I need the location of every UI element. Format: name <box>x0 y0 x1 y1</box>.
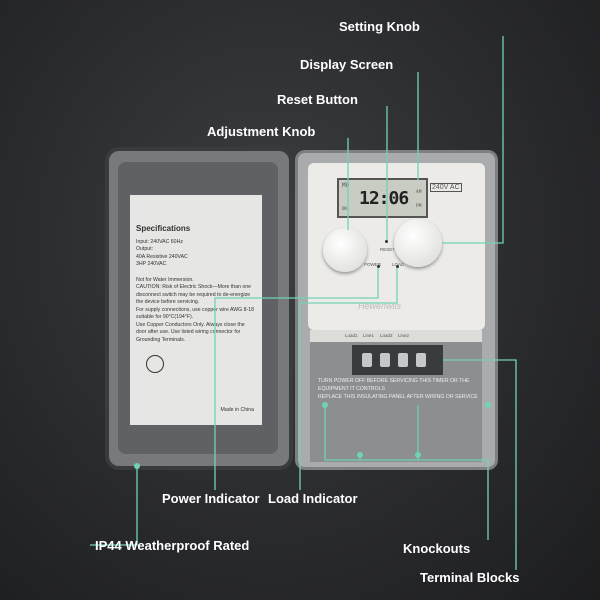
callout-line-power <box>214 268 379 490</box>
callout-ip44: IP44 Weatherproof Rated <box>95 538 250 553</box>
callout-power-indicator: Power Indicator <box>162 491 260 506</box>
terminal-screw <box>416 353 426 367</box>
callout-line-ip44 <box>90 466 138 546</box>
display-screen: MO ON 12:06 AM PM <box>337 178 428 218</box>
terminal-screw <box>362 353 372 367</box>
caution-line: For supply connections, use copper wire … <box>136 306 255 321</box>
warning-line: TURN POWER OFF BEFORE SERVICING THIS TIM… <box>318 378 470 392</box>
callout-setting-knob: Setting Knob <box>339 19 420 34</box>
am-indicator: AM <box>416 190 422 195</box>
terminal-label: Load1 <box>345 333 358 338</box>
voltage-badge: 240V AC <box>430 183 462 192</box>
terminal-label-strip: Load1 Line1 Load2 Line2 <box>310 330 482 342</box>
reset-button[interactable] <box>385 240 388 243</box>
callout-dots <box>134 402 491 469</box>
callout-line-knockouts <box>324 405 489 540</box>
callout-line-setting-knob <box>442 36 504 244</box>
spec-line: 3HP 240VAC <box>136 261 167 268</box>
reset-label: RESET <box>380 247 396 252</box>
load-indicator-led <box>396 265 399 268</box>
specifications-label: Specifications Input: 240VAC 60Hz Output… <box>130 195 262 425</box>
setting-knob[interactable] <box>394 219 442 267</box>
spec-line: Output: <box>136 246 154 253</box>
load-led-label: LOAD <box>392 262 404 267</box>
caution-line: CAUTION: Risk of Electric Shock—More tha… <box>136 284 252 306</box>
callout-terminal-blocks: Terminal Blocks <box>420 570 520 585</box>
on-indicator: ON <box>342 206 347 211</box>
callout-line-load <box>299 268 398 490</box>
power-led-label: POWER <box>364 262 382 267</box>
warning-text: TURN POWER OFF BEFORE SERVICING THIS TIM… <box>318 378 478 401</box>
terminal-block <box>352 345 443 375</box>
callout-reset-button: Reset Button <box>277 92 358 107</box>
etl-logo-icon <box>146 354 164 373</box>
terminal-label: Line1 <box>363 333 375 338</box>
caution-line: Not for Water Immersion. <box>136 276 194 283</box>
terminal-label: Line2 <box>398 333 410 338</box>
callout-adjustment-knob: Adjustment Knob <box>207 124 316 139</box>
terminal-screw <box>380 353 390 367</box>
callout-display-screen: Display Screen <box>300 57 394 72</box>
adjustment-knob[interactable] <box>323 228 367 272</box>
spec-line: 40A Resistive 240VAC <box>136 253 188 260</box>
terminal-screw <box>398 353 408 367</box>
terminal-label: Load2 <box>380 333 393 338</box>
power-indicator-led <box>377 265 380 268</box>
callout-load-indicator: Load Indicator <box>268 491 358 506</box>
pm-indicator: PM <box>416 204 422 209</box>
clock-time: 12:06 <box>359 188 409 209</box>
spec-title: Specifications <box>136 224 191 233</box>
day-indicator: MO <box>342 182 350 189</box>
made-in: Made in China <box>220 407 254 414</box>
caution-line: Use Copper Conductors Only. Always close… <box>136 321 245 343</box>
warning-line: REPLACE THIS INSULATING PANEL AFTER WIRI… <box>318 393 478 400</box>
spec-line: Input: 240VAC 60Hz <box>136 238 183 245</box>
brand-logo: Hewenwils <box>358 301 402 311</box>
callout-knockouts: Knockouts <box>403 541 471 556</box>
callout-line-terminal-blocks <box>443 359 517 570</box>
